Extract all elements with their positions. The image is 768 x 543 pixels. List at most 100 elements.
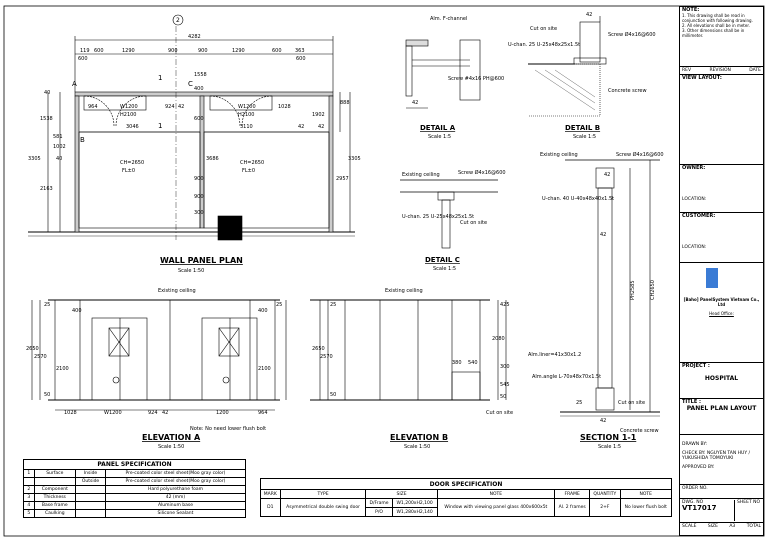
note-3: 3. Other dimensions shall be in millimet… <box>682 28 745 38</box>
table-row: 2 Component Hard polyurethane foam <box>23 485 247 494</box>
left-dim-1: 40 <box>44 90 50 96</box>
elev-b-l3: 25 <box>330 302 336 308</box>
room2-w: W1200 <box>238 104 256 110</box>
company-name: [Baho] PanelSystem Vietnam Co., Ltd <box>683 297 760 307</box>
plan-scale: Scale 1:50 <box>178 268 204 274</box>
mid-dim-2: 400 <box>194 86 204 92</box>
detail-c-cut: Cut on site <box>460 220 487 226</box>
sec-screw: Screw Ø4x16@600 <box>616 151 664 158</box>
left-dim-5: 40 <box>56 156 62 162</box>
room1-h: H2100 <box>120 112 136 118</box>
elev-a-r2: 2100 <box>258 366 271 372</box>
table-row: 3 Thickness 42 (mm) <box>23 493 247 502</box>
room2-d1: 1028 <box>278 104 291 110</box>
detail-c <box>400 179 498 249</box>
detail-b-screw: Screw Ø4x16@600 <box>608 31 656 38</box>
company-cell: [Baho] PanelSystem Vietnam Co., Ltd Head… <box>680 263 763 363</box>
right-dim-4: 1902 <box>312 112 325 118</box>
wall-panel-plan <box>28 14 355 241</box>
table-row: 5 Caulking Silicone Sealant <box>23 509 247 518</box>
marker-2: 2 <box>176 17 180 24</box>
door-spec-title: DOOR SPECIFICATION <box>260 478 672 490</box>
view-layout-cell: VIEW LAYOUT: <box>680 75 763 165</box>
sec-dim-2: PH2585 <box>630 281 636 301</box>
door-spec-table: DOOR SPECIFICATION MARK TYPE SIZE NOTE F… <box>260 478 673 517</box>
left-dim-4: 1002 <box>53 144 66 150</box>
drawing-text: WALL PANEL PLAN Scale 1:50 ELEVATION A S… <box>26 12 664 450</box>
detail-c-uchan: U-chan. 25 U-25x48x25x1.5t <box>402 214 474 220</box>
mid-dim-1: 1558 <box>194 72 207 78</box>
title-cell: TITLE : PANEL PLAN LAYOUT <box>680 399 763 435</box>
section-title: SECTION 1-1 <box>580 433 637 442</box>
elev-b-ceiling: Existing ceiling <box>385 288 423 294</box>
detail-a <box>405 39 481 109</box>
sec-dim-3: CH2650 <box>650 280 656 300</box>
plan-sub-dim-2: 600 <box>296 56 306 62</box>
detail-c-ceiling: Existing ceiling <box>402 172 440 178</box>
elev-b-r4: 545 <box>500 382 510 388</box>
ch1: CH=2650 <box>120 160 144 166</box>
project-name: HOSPITAL <box>704 375 739 382</box>
owner-cell: OWNER: LOCATION: <box>680 165 763 213</box>
elev-a-b6: 964 <box>258 410 268 416</box>
elev-b-l1: 2650 <box>312 346 325 352</box>
section-1-1 <box>560 159 660 417</box>
table-row: D1 Asymmetrical double swing door D/Fram… <box>260 498 673 517</box>
elev-b-l4: 50 <box>330 392 336 398</box>
plan-dim-3: 1290 <box>122 48 135 54</box>
elev-b-r3: 300 <box>500 364 510 370</box>
plan-dim-5: 900 <box>198 48 208 54</box>
elev-a-l4: 2100 <box>56 366 69 372</box>
detail-c-screw: Screw Ø4x16@600 <box>458 169 506 176</box>
detail-b-cut: Cut on site <box>530 26 557 32</box>
rev-header: REV REVISION DATE <box>680 68 763 75</box>
elev-a-r3: 25 <box>276 302 282 308</box>
panel-spec-table: PANEL SPECIFICATION 1 Surface Inside Pre… <box>23 459 247 518</box>
elev-b-scale: Scale 1:50 <box>404 444 430 450</box>
mid-dim-6: 300 <box>194 210 204 216</box>
mid-dim-7: 3686 <box>206 156 219 162</box>
elev-a-l5: 400 <box>72 308 82 314</box>
room2-h: H2100 <box>238 112 254 118</box>
plan-dim-1: 119 <box>80 48 90 54</box>
detail-a-dim: 42 <box>412 100 418 106</box>
elev-a-b2: W1200 <box>104 410 122 416</box>
elevation-b <box>310 299 507 401</box>
dwg-number: VT17017 <box>682 504 717 512</box>
fl1: FL±0 <box>122 168 135 174</box>
detail-a-scale: Scale 1:5 <box>428 134 451 140</box>
plan-dim-6: 1290 <box>232 48 245 54</box>
company-address-head: Head Office: <box>709 311 734 316</box>
left-dim-7: 3305 <box>28 156 41 162</box>
right-dim-2: 3305 <box>348 156 361 162</box>
detail-b-dim: 42 <box>586 12 592 18</box>
table-header-row: MARK TYPE SIZE NOTE FRAME QUANTITY NOTE <box>260 489 673 499</box>
sec-dim-5: 25 <box>576 400 582 406</box>
elev-b-l2: 2570 <box>320 354 333 360</box>
marker-a: A <box>72 80 77 88</box>
plan-dim-4: 900 <box>168 48 178 54</box>
sec-ceiling: Existing ceiling <box>540 152 578 158</box>
table-row: 1 Surface Inside Pre-coated color steel … <box>23 469 247 478</box>
panel-spec-title: PANEL SPECIFICATION <box>23 459 246 470</box>
fl2: FL±0 <box>242 168 255 174</box>
right-dim-3: 888 <box>340 100 350 106</box>
drawing-title: PANEL PLAN LAYOUT <box>686 405 757 412</box>
dwg-no-cell: DWG. NO VT17017 SHEET NO <box>680 499 763 523</box>
elev-b-cut: Cut on site <box>486 410 513 416</box>
room1-d1: 964 <box>88 104 98 110</box>
elev-a-title: ELEVATION A <box>142 433 201 442</box>
plan-title: WALL PANEL PLAN <box>160 256 243 265</box>
marker-b: B <box>80 136 85 144</box>
mid-dim-4: 900 <box>194 176 204 182</box>
scale-cell: SCALE SIZE A3 TOTAL <box>682 524 761 529</box>
left-dim-3: 581 <box>53 134 63 140</box>
left-dim-6: 2163 <box>40 186 53 192</box>
detail-a-screw: Screw #4x16 PH@600 <box>448 76 504 82</box>
elev-b-title: ELEVATION B <box>390 433 448 442</box>
plan-dim-8: 363 <box>295 48 305 54</box>
plan-sub-dim-1: 600 <box>78 56 88 62</box>
marker-1b: 1 <box>158 122 162 130</box>
